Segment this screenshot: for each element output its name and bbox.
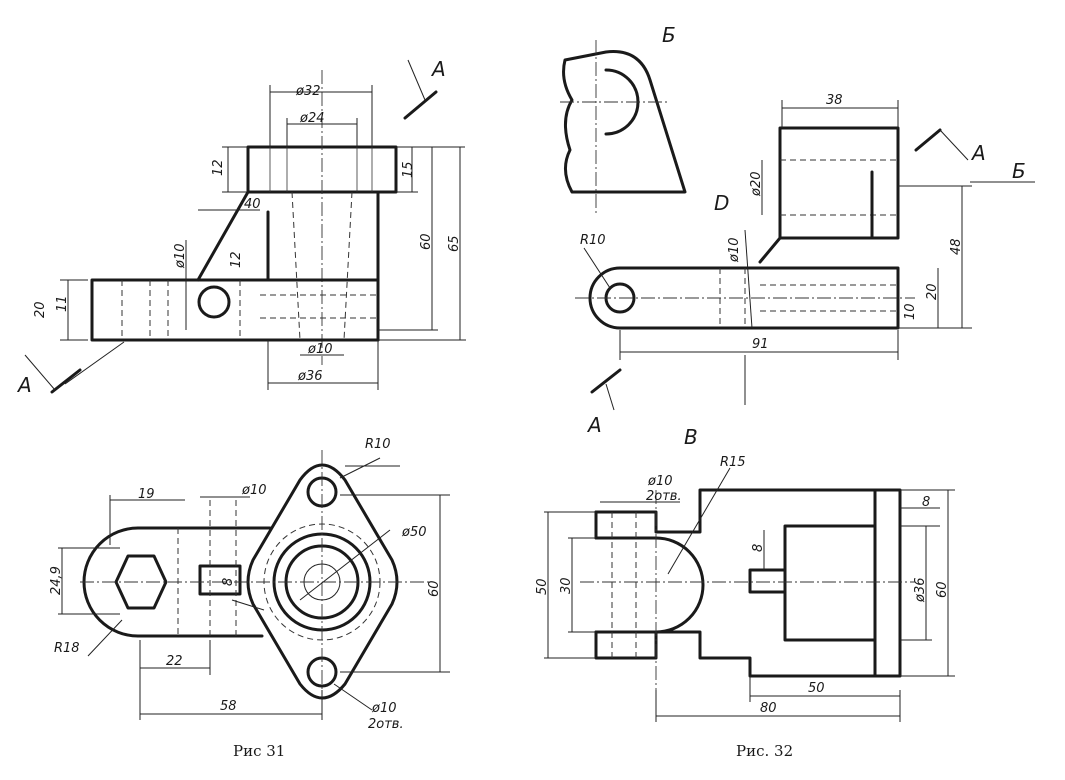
fig32-section-mark-top: A — [970, 141, 986, 165]
fig31-dim-8: 8 — [221, 578, 236, 586]
fig31-dim-d24: ø24 — [299, 111, 325, 126]
fig31-dim-11: 11 — [55, 295, 70, 312]
fig32-dim-d20: ø20 — [749, 172, 764, 198]
fig31-dim-20: 20 — [33, 301, 48, 318]
fig32-view-b — [560, 40, 687, 215]
fig32-view-arrow-mark: Б — [1012, 159, 1026, 183]
fig32-dim-8-top: 8 — [922, 495, 930, 510]
fig32-front-view — [575, 100, 1035, 411]
fig31-dim-40: 40 — [244, 197, 261, 212]
fig32-dim-plan-holes: 2отв. — [646, 489, 682, 504]
fig32-dim-d36: ø36 — [913, 578, 928, 604]
fig32-section-mark-bottom: A — [586, 413, 602, 437]
fig31-dim-12-left: 12 — [211, 159, 226, 176]
fig31-dim-58: 58 — [220, 699, 237, 714]
fig31-section-mark-bottom: A — [16, 373, 32, 397]
fig32-dim-60: 60 — [935, 581, 950, 598]
fig31-dim-12-rib: 12 — [229, 251, 244, 268]
fig31-dim-plan-d10: ø10 — [241, 483, 267, 498]
fig32-dim-8-slot: 8 — [751, 544, 766, 552]
fig31-dim-d36: ø36 — [297, 369, 323, 384]
fig32-dim-50-bottom: 50 — [808, 681, 825, 696]
fig32-dim-80: 80 — [760, 701, 777, 716]
fig31-dim-22: 22 — [166, 654, 183, 669]
fig31-dim-d32: ø32 — [295, 84, 321, 99]
fig31-dim-19: 19 — [138, 487, 155, 502]
fig31-section-mark-top: A — [430, 57, 446, 81]
fig32-dim-20: 20 — [925, 283, 940, 300]
fig31-dim-d50: ø50 — [401, 525, 427, 540]
fig32-dim-r10: R10 — [580, 233, 606, 248]
fig31-caption: Рис 31 — [233, 742, 285, 760]
fig32-dim-50: 50 — [535, 578, 550, 595]
fig31-dim-65: 65 — [447, 235, 462, 252]
fig32-dim-30: 30 — [559, 577, 574, 594]
fig32-dim-48: 48 — [949, 238, 964, 255]
fig32-dim-r15: R15 — [720, 455, 746, 470]
fig31-dim-r10: R10 — [365, 437, 391, 452]
fig31-dim-bottom-d10: ø10 — [307, 342, 333, 357]
fig32-hand-mark-d: D — [714, 191, 729, 215]
fig31-dim-60: 60 — [419, 233, 434, 250]
fig31-dim-plan-60: 60 — [427, 580, 442, 597]
fig32-dim-38: 38 — [826, 93, 843, 108]
fig31-dim-24-9: 24,9 — [49, 566, 64, 595]
fig32-view-mark: Б — [662, 23, 676, 47]
fig31-dim-holes-d10: ø10 — [371, 701, 397, 716]
fig31-front-view — [24, 59, 466, 394]
fig32-dim-plan-d10: ø10 — [647, 474, 673, 489]
fig32-hand-mark-b: B — [684, 425, 698, 449]
fig32-dim-d10: ø10 — [727, 238, 742, 264]
fig31-plan-view — [58, 450, 450, 720]
fig31-dim-holes-count: 2отв. — [368, 717, 404, 732]
fig32-dim-10: 10 — [903, 303, 918, 320]
fig31-dim-r18: R18 — [54, 641, 80, 656]
fig31-dim-hole-d10: ø10 — [173, 244, 188, 270]
fig32-dim-91: 91 — [752, 337, 769, 352]
fig32-caption: Рис. 32 — [736, 742, 793, 760]
fig32-plan-view — [544, 467, 955, 722]
fig31-dim-15: 15 — [401, 161, 416, 178]
